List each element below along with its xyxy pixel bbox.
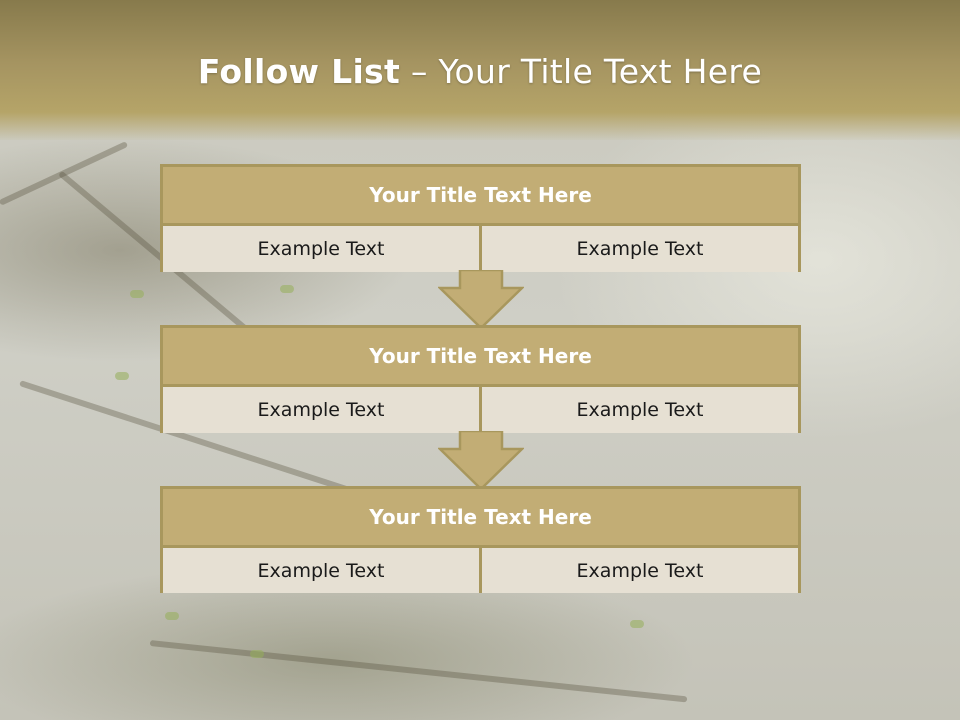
bud-shape: [165, 612, 179, 620]
title-band: [0, 0, 960, 140]
step-cell-right: Example Text: [479, 548, 798, 593]
step-title: Your Title Text Here: [163, 489, 798, 548]
bud-shape: [130, 290, 144, 298]
branch-shape: [149, 640, 688, 703]
step-box-3: Your Title Text Here Example Text Exampl…: [160, 486, 801, 593]
step-cell-left: Example Text: [163, 226, 479, 272]
slide-title-rest: – Your Title Text Here: [400, 52, 763, 91]
step-cell-left: Example Text: [163, 387, 479, 433]
step-title: Your Title Text Here: [163, 167, 798, 226]
bud-shape: [115, 372, 129, 380]
step-cell-left: Example Text: [163, 548, 479, 593]
step-title: Your Title Text Here: [163, 328, 798, 387]
down-arrow-icon: [438, 270, 524, 330]
step-box-2: Your Title Text Here Example Text Exampl…: [160, 325, 801, 433]
down-arrow-icon: [438, 431, 524, 491]
bud-shape: [280, 285, 294, 293]
bud-shape: [250, 650, 264, 658]
step-box-1: Your Title Text Here Example Text Exampl…: [160, 164, 801, 272]
step-cell-right: Example Text: [479, 387, 798, 433]
slide-title-bold: Follow List: [197, 52, 401, 91]
step-cell-right: Example Text: [479, 226, 798, 272]
slide-title: Follow List – Your Title Text Here: [0, 52, 960, 91]
bud-shape: [630, 620, 644, 628]
